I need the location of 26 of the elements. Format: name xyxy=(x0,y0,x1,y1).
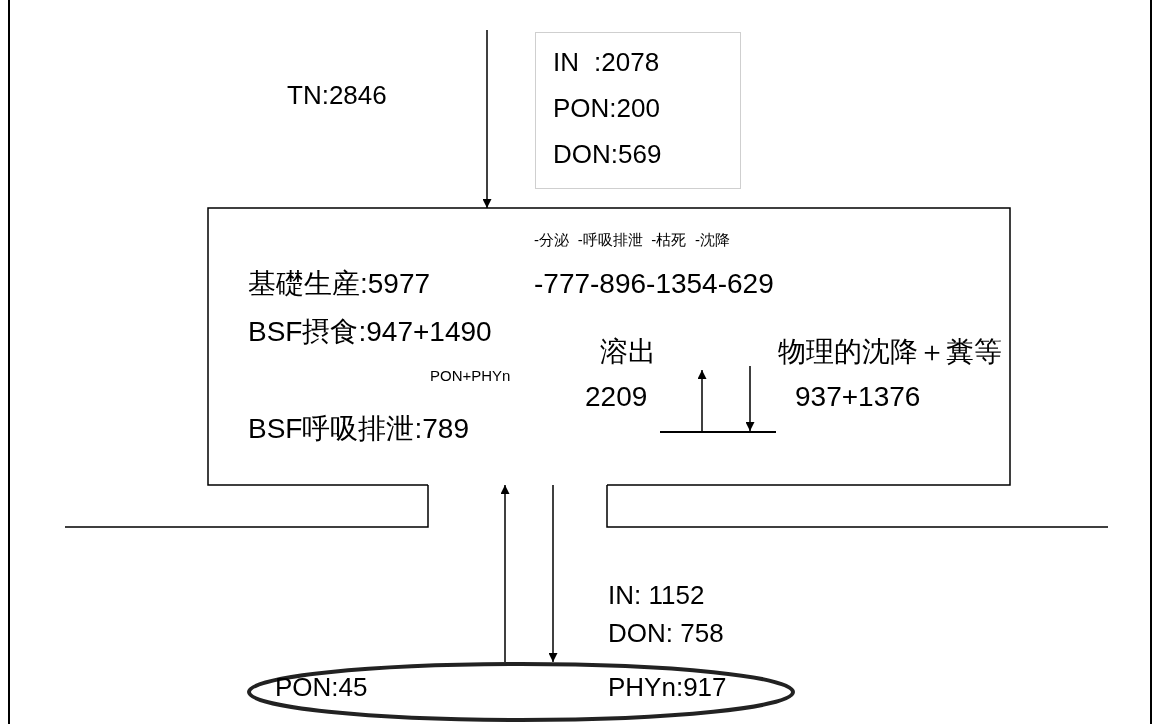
flux-label: DON:569 xyxy=(553,141,662,167)
flux-label: DON: 758 xyxy=(608,620,724,646)
flux-label: IN :2078 xyxy=(553,49,660,75)
arrow xyxy=(745,365,755,432)
ellipse-text: PON:45 xyxy=(275,674,368,700)
flux-label: -777-896-1354-629 xyxy=(534,270,774,298)
sediment-line xyxy=(660,431,776,433)
nitrogen-input-box xyxy=(535,32,741,189)
flux-label: 2209 xyxy=(585,383,648,411)
water-column-box xyxy=(208,208,1010,485)
sediment-ellipse xyxy=(247,662,795,722)
arrow xyxy=(500,484,510,663)
flux-label: 基礎生産:5977 xyxy=(248,270,431,298)
flux-label: IN: 1152 xyxy=(608,582,705,608)
flux-label: -分泌 -呼吸排泄 -枯死 -沈降 xyxy=(534,232,730,247)
flux-label: BSF摂食:947+1490 xyxy=(248,318,492,346)
arrow xyxy=(548,484,558,663)
flux-label: 937+1376 xyxy=(795,383,921,411)
flux-label: BSF呼吸排泄:789 xyxy=(248,415,469,443)
arrow xyxy=(482,29,492,209)
ellipse-text: PHYn:917 xyxy=(608,674,727,700)
flux-label: 溶出 xyxy=(600,338,656,366)
arrow xyxy=(697,369,707,432)
flux-label: PON:200 xyxy=(553,95,660,121)
flux-label: 物理的沈降＋糞等 xyxy=(778,338,1002,366)
flux-label: PON+PHYn xyxy=(430,368,511,383)
